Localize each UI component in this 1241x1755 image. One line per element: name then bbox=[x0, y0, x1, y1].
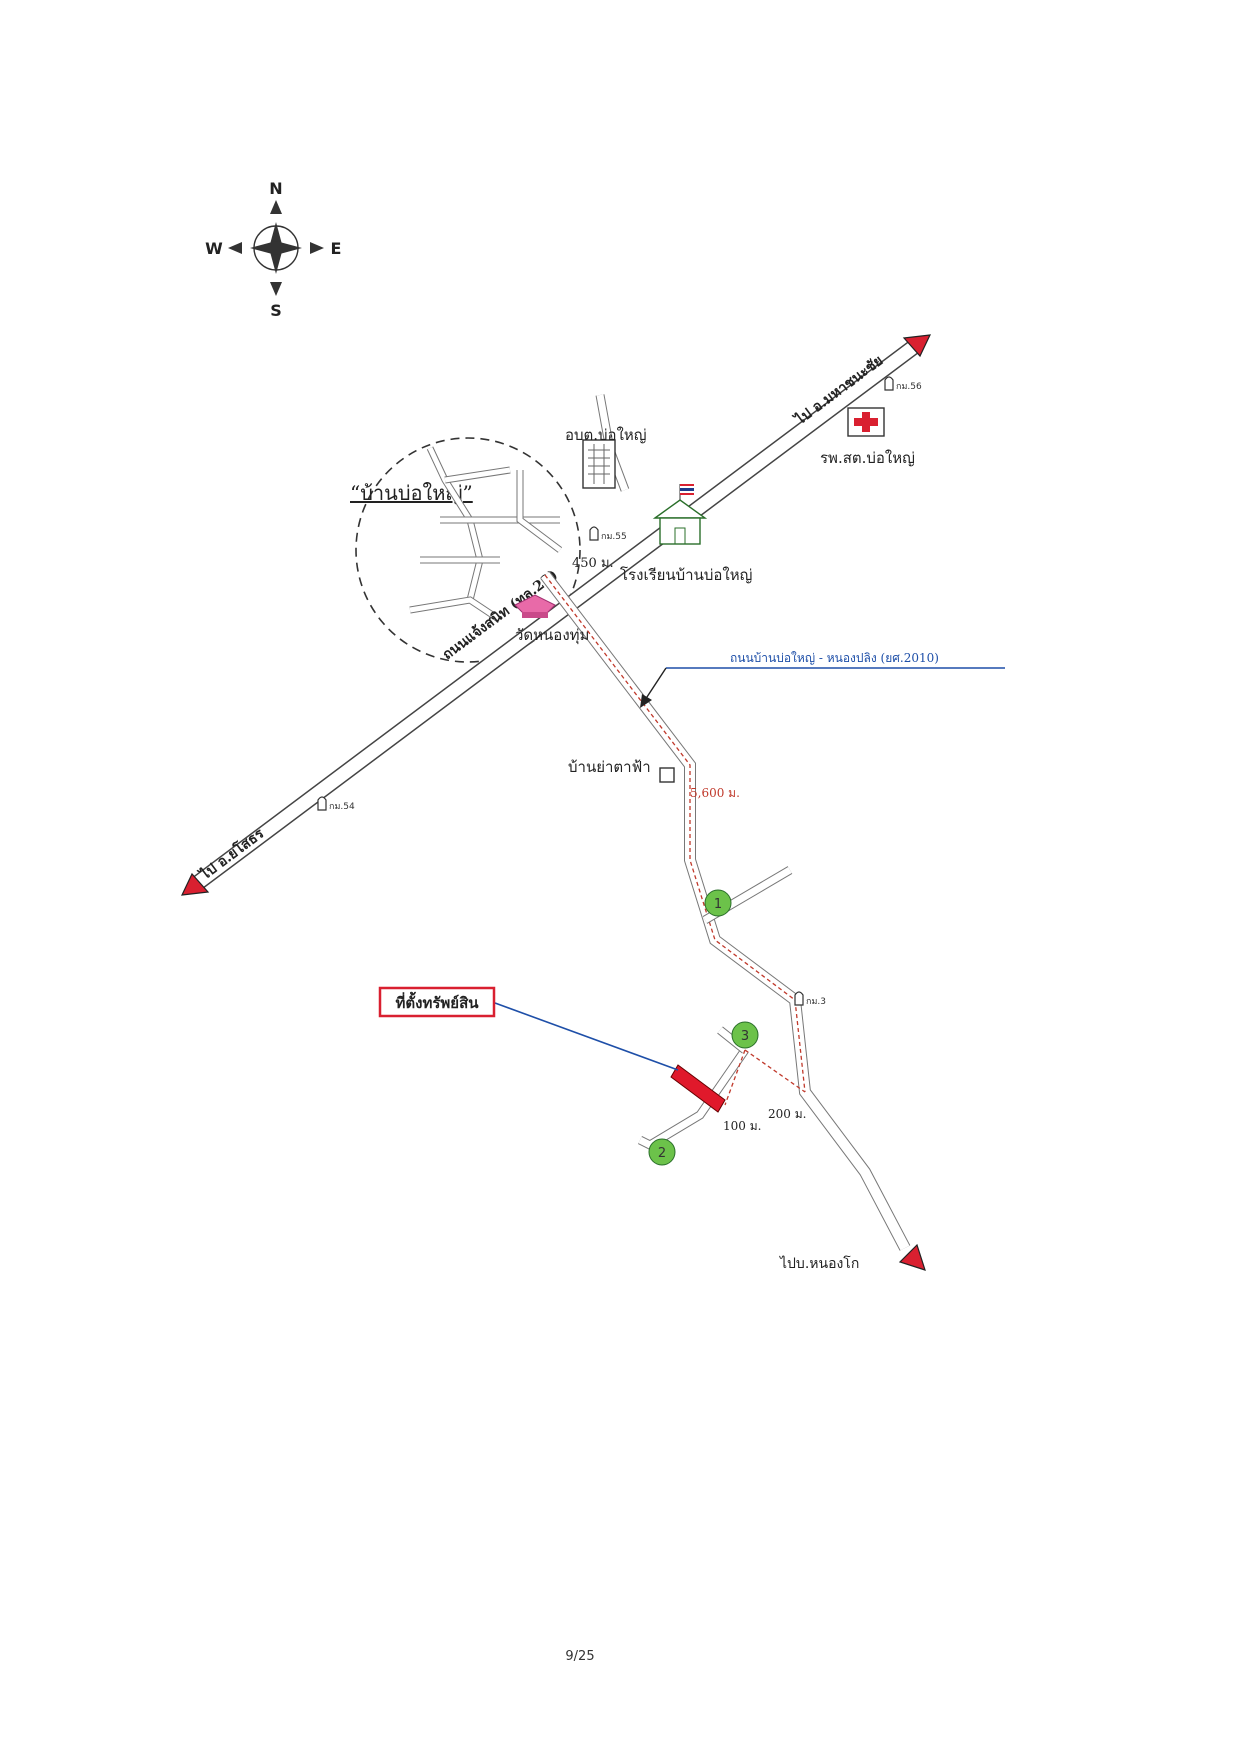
svg-text:กม.56: กม.56 bbox=[896, 382, 922, 392]
svg-text:กม.54: กม.54 bbox=[329, 802, 355, 812]
sub-road-label: ถนนบ้านบ่อใหญ่ - หนองปลิง (ยศ.2010) bbox=[730, 651, 939, 665]
village-boundary bbox=[355, 437, 581, 663]
distance-450: 450 ม. bbox=[572, 556, 614, 571]
compass-s: S bbox=[270, 301, 282, 320]
distance-100: 100 ม. bbox=[723, 1119, 761, 1133]
arrow-ne-icon bbox=[902, 334, 932, 358]
km-post-icon bbox=[884, 376, 894, 391]
point-1: 1 bbox=[704, 889, 732, 917]
sub-road-pointer-icon bbox=[640, 694, 652, 708]
km-post-icon bbox=[317, 796, 327, 811]
school-label: โรงเรียนบ้านบ่อใหญ่ bbox=[620, 566, 752, 584]
sub-road-2010 bbox=[540, 571, 926, 1271]
property-leader-line bbox=[494, 1002, 679, 1071]
km-marker-3: กม.3 bbox=[794, 991, 826, 1007]
compass-n: N bbox=[269, 179, 282, 198]
svg-text:3: 3 bbox=[741, 1029, 749, 1044]
km-marker-54: กม.54 bbox=[317, 796, 355, 812]
highway-23: ถนนแจ้งสนิท (ทล.23) ไป อ.มหาชนะชัย ไป อ.… bbox=[180, 334, 932, 896]
property-label-box bbox=[378, 986, 496, 1018]
point-2: 2 bbox=[648, 1138, 676, 1166]
sao-building-icon bbox=[582, 439, 616, 489]
distance-5600: 5,600 ม. bbox=[690, 786, 740, 800]
south-destination: ไปบ.หนองโก bbox=[779, 1255, 859, 1272]
temple-label: วัดหนองทุ่ม bbox=[515, 626, 589, 645]
sao-label: อบต.บ่อใหญ่ bbox=[565, 426, 647, 444]
west-arrow-icon bbox=[228, 242, 242, 254]
property-marker bbox=[670, 1064, 726, 1113]
village-streets bbox=[409, 446, 563, 623]
hospital-label: รพ.สต.บ่อใหญ่ bbox=[820, 449, 915, 467]
north-arrow-icon bbox=[270, 200, 282, 214]
school-icon bbox=[652, 484, 708, 545]
page-number: 9/25 bbox=[565, 1649, 594, 1664]
distance-200: 200 ม. bbox=[768, 1107, 806, 1121]
thai-flag-icon bbox=[680, 484, 694, 495]
south-arrow-icon bbox=[270, 282, 282, 296]
km-post-icon bbox=[794, 991, 804, 1006]
hospital-icon bbox=[847, 407, 885, 437]
svg-text:1: 1 bbox=[714, 897, 722, 912]
east-arrow-icon bbox=[310, 242, 324, 254]
arrow-sw-icon bbox=[180, 872, 210, 896]
compass-rose: N S W E bbox=[205, 179, 341, 320]
highway-sw-destination: ไป อ.ยโสธร bbox=[195, 824, 267, 884]
svg-text:กม.55: กม.55 bbox=[601, 532, 627, 542]
village-ya-tafa-icon bbox=[659, 767, 675, 783]
point-3: 3 bbox=[731, 1021, 759, 1049]
svg-text:2: 2 bbox=[658, 1146, 666, 1161]
km-marker-55: กม.55 bbox=[589, 526, 627, 542]
compass-e: E bbox=[331, 239, 342, 258]
temple-icon bbox=[514, 594, 556, 618]
svg-text:กม.3: กม.3 bbox=[806, 997, 826, 1007]
village-ya-tafa-label: บ้านย่าตาฟ้า bbox=[568, 758, 651, 776]
km-post-icon bbox=[589, 526, 599, 541]
km-marker-56: กม.56 bbox=[884, 376, 922, 392]
property-label: ที่ตั้งทรัพย์สิน bbox=[396, 991, 480, 1012]
arrow-south-icon bbox=[898, 1243, 926, 1271]
compass-w: W bbox=[205, 239, 223, 258]
